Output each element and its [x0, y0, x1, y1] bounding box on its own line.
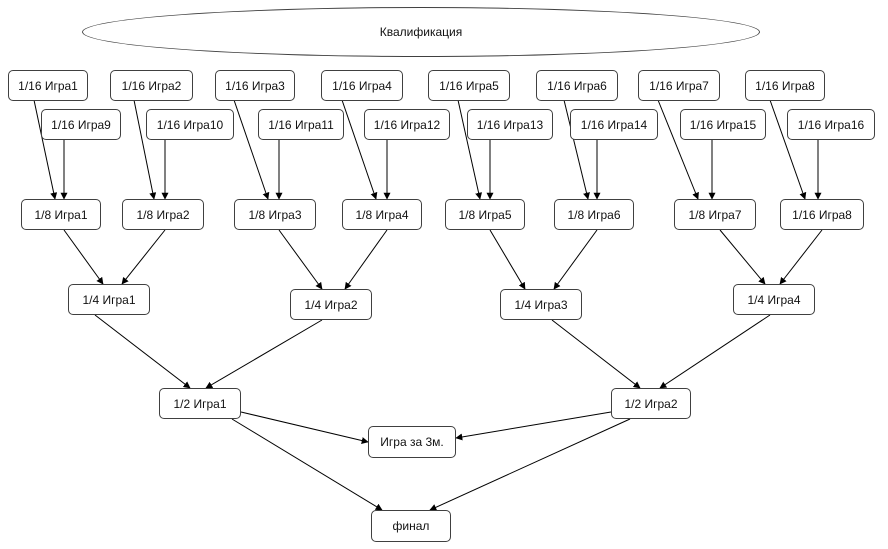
- node-r8-game6: 1/8 Игра6: [554, 199, 634, 230]
- arrow-r16-7-to-r8-7: [657, 99, 699, 200]
- node-r16-game4: 1/16 Игра4: [321, 70, 403, 101]
- arrow-r8-1-to-qf-1: [63, 229, 104, 285]
- arrow-qf-4-to-sf-2: [659, 314, 771, 389]
- arrow-r16-1-to-r8-1: [33, 99, 58, 200]
- node-r8-game5: 1/8 Игра5: [445, 199, 525, 230]
- node-r16-game16: 1/16 Игра16: [787, 109, 875, 140]
- node-r16-game13: 1/16 Игра13: [467, 109, 553, 140]
- node-r16-game1: 1/16 Игра1: [8, 70, 88, 101]
- qualification-ellipse: Квалификация: [82, 7, 760, 57]
- arrow-r8-8-to-qf-4: [779, 229, 823, 285]
- node-r16-game6: 1/16 Игра6: [536, 70, 618, 101]
- node-r16-game12: 1/16 Игра12: [364, 109, 450, 140]
- node-r16-game9: 1/16 Игра9: [41, 109, 121, 140]
- arrow-qf-2-to-sf-1: [205, 319, 323, 389]
- arrow-r8-7-to-qf-4: [719, 229, 766, 285]
- arrow-r16-6-to-r8-6: [563, 99, 590, 200]
- node-third-place: Игра за 3м.: [368, 426, 456, 458]
- arrow-sf-2-to-third: [455, 411, 612, 441]
- arrow-r8-4-to-qf-2: [344, 229, 388, 290]
- node-sf-game1: 1/2 Игра1: [159, 388, 241, 419]
- arrow-r8-5-to-qf-3: [489, 229, 526, 290]
- arrow-sf-1-to-final: [231, 418, 383, 511]
- node-r16-game2: 1/16 Игра2: [110, 70, 193, 101]
- node-qf-game1: 1/4 Игра1: [68, 284, 150, 315]
- node-r16-game5: 1/16 Игра5: [428, 70, 510, 101]
- node-qf-game2: 1/4 Игра2: [290, 289, 372, 320]
- node-r8-game4: 1/8 Игра4: [342, 199, 422, 230]
- arrow-sf-2-to-final: [429, 418, 631, 511]
- arrow-r8-2-to-qf-1: [121, 229, 166, 285]
- node-r8-game2: 1/8 Игра2: [122, 199, 204, 230]
- node-final: финал: [371, 510, 451, 542]
- arrow-qf-3-to-sf-2: [551, 319, 641, 389]
- node-r8-game1: 1/8 Игра1: [21, 199, 101, 230]
- node-r16-game7: 1/16 Игра7: [638, 70, 720, 101]
- arrow-r8-6-to-qf-3: [553, 229, 598, 290]
- node-r8-game8: 1/16 Игра8: [780, 199, 864, 230]
- arrow-r16-3-to-r8-3: [233, 99, 270, 200]
- node-r8-game7: 1/8 Игра7: [674, 199, 756, 230]
- node-r16-game15: 1/16 Игра15: [680, 109, 766, 140]
- arrow-r16-5-to-r8-5: [457, 99, 483, 200]
- node-qf-game3: 1/4 Игра3: [500, 289, 582, 320]
- node-r16-game11: 1/16 Игра11: [258, 109, 344, 140]
- qualification-label: Квалификация: [379, 25, 463, 39]
- arrow-qf-1-to-sf-1: [94, 314, 191, 389]
- node-sf-game2: 1/2 Игра2: [611, 388, 691, 419]
- arrow-sf-1-to-third: [240, 411, 369, 444]
- arrow-r16-4-to-r8-4: [341, 99, 378, 200]
- arrow-r16-2-to-r8-2: [133, 99, 157, 200]
- arrow-r16-8-to-r8-8: [769, 99, 807, 200]
- node-qf-game4: 1/4 Игра4: [733, 284, 815, 315]
- node-r16-game14: 1/16 Игра14: [570, 109, 658, 140]
- node-r8-game3: 1/8 Игра3: [234, 199, 316, 230]
- arrow-r8-3-to-qf-2: [278, 229, 323, 290]
- node-r16-game8: 1/16 Игра8: [745, 70, 825, 101]
- node-r16-game3: 1/16 Игра3: [215, 70, 295, 101]
- node-r16-game10: 1/16 Игра10: [146, 109, 234, 140]
